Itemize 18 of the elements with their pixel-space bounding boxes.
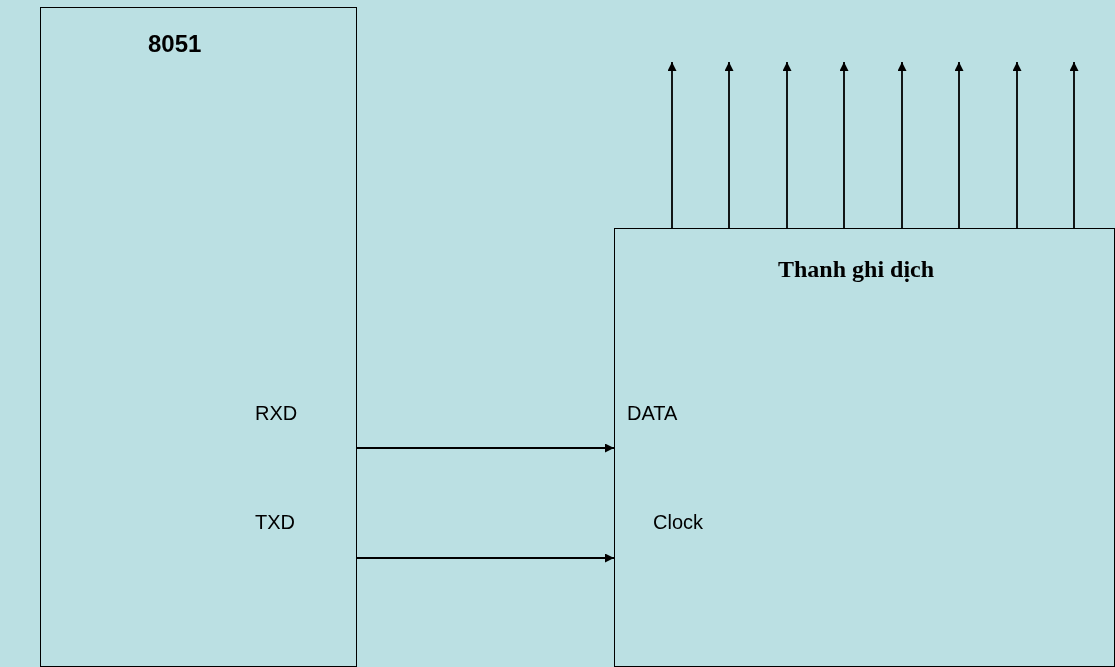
arrow bbox=[897, 61, 907, 229]
microcontroller-block bbox=[40, 7, 357, 667]
arrow bbox=[356, 553, 615, 563]
arrow bbox=[782, 61, 792, 229]
arrow bbox=[724, 61, 734, 229]
pin-label: TXD bbox=[255, 511, 295, 534]
block-title: Thanh ghi dịch bbox=[778, 256, 935, 283]
pin-label: RXD bbox=[255, 402, 298, 425]
arrow bbox=[954, 61, 964, 229]
arrow bbox=[1012, 61, 1022, 229]
arrow bbox=[356, 443, 615, 453]
pin-label: Clock bbox=[653, 511, 703, 534]
arrow bbox=[667, 61, 677, 229]
arrow bbox=[839, 61, 849, 229]
arrow bbox=[1069, 61, 1079, 229]
shift-register-block bbox=[614, 228, 1115, 667]
block-title: 8051 bbox=[148, 30, 202, 58]
pin-label: DATA bbox=[627, 402, 678, 425]
